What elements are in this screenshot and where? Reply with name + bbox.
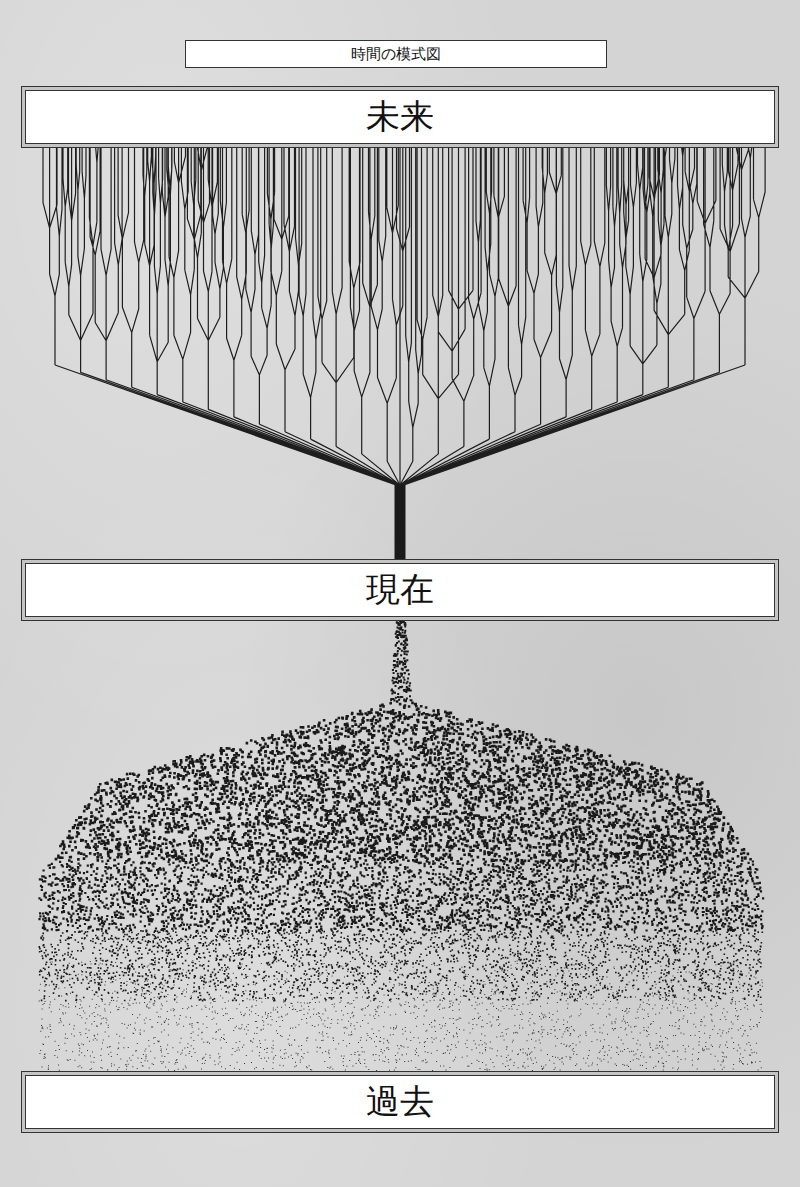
band-label: 現在 [366, 567, 434, 613]
branch-lines [43, 128, 765, 485]
fine-sand-grains [39, 960, 763, 1071]
band-label: 未来 [366, 94, 434, 140]
branching-future-lines [43, 128, 765, 485]
trunk-bundle [395, 485, 406, 563]
past-sand-heap [38, 617, 764, 1072]
band-label: 過去 [366, 1079, 434, 1125]
time-band: 未来 [25, 90, 775, 144]
title-box: 時間の模式図 [185, 40, 607, 68]
time-trunk [400, 144, 401, 563]
center-branch [399, 144, 400, 485]
sand-grains [38, 617, 764, 1002]
time-band: 現在 [25, 563, 775, 617]
diagram-title: 時間の模式図 [351, 45, 441, 64]
time-band: 過去 [25, 1075, 775, 1129]
